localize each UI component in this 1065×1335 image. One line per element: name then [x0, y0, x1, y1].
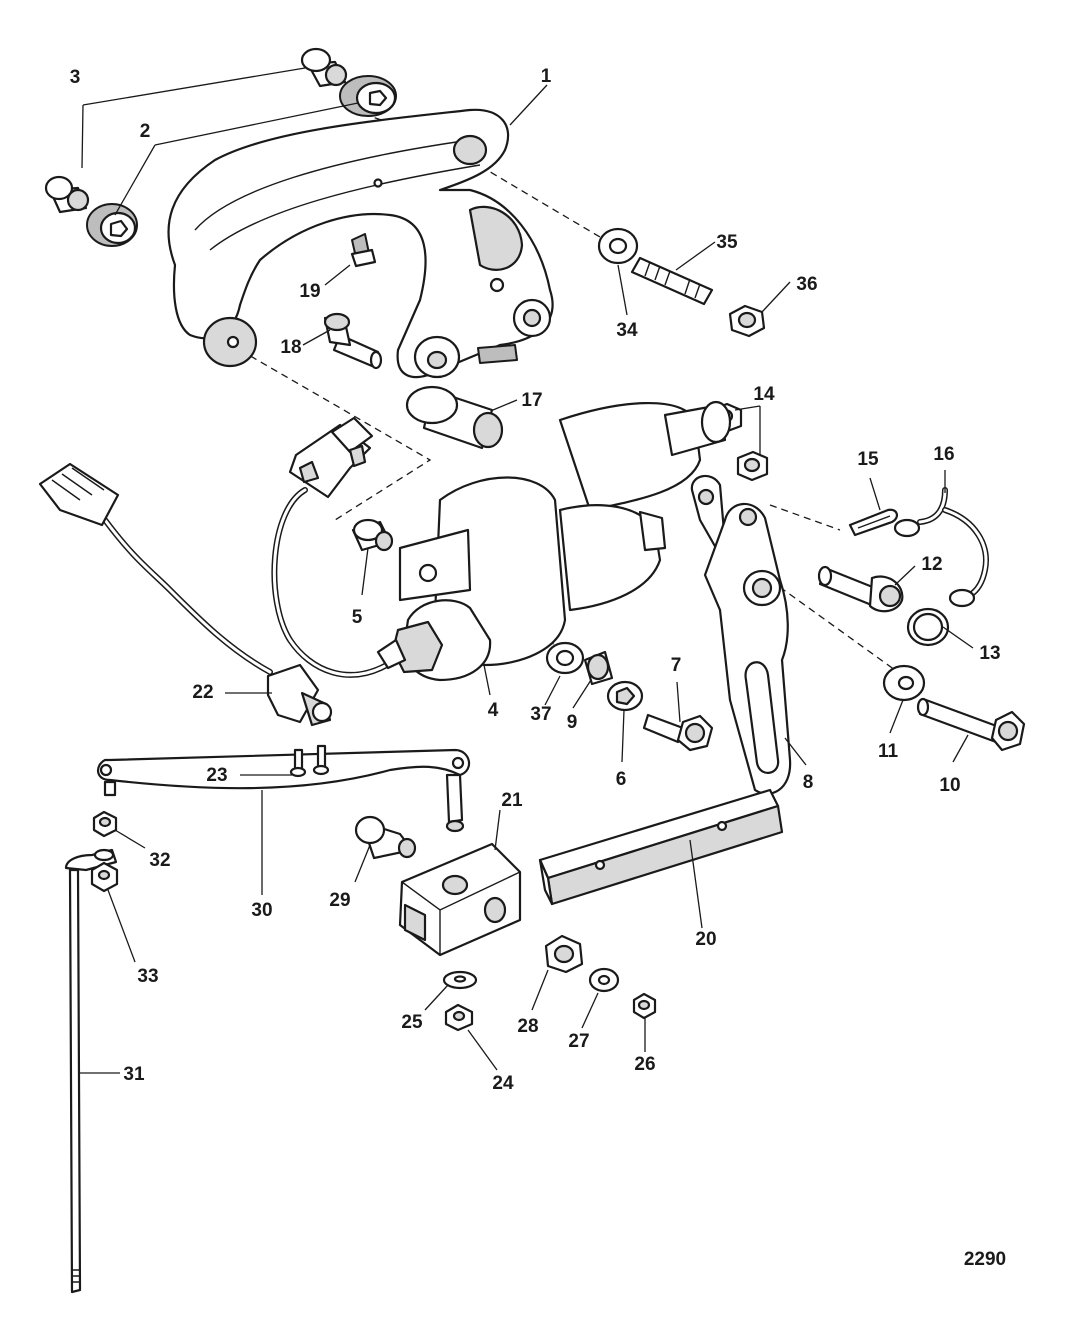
- ground-strap-part-16: [893, 487, 989, 608]
- rail-part-20: [538, 788, 784, 906]
- callout-4: 4: [488, 700, 499, 721]
- figure-number: 2290: [964, 1249, 1006, 1270]
- bushing-part-5: [351, 518, 394, 552]
- callout-24: 24: [492, 1073, 514, 1094]
- callout-5: 5: [352, 607, 363, 628]
- callout-13: 13: [979, 643, 1000, 664]
- callout-29: 29: [329, 890, 350, 911]
- bushing-part-17: [405, 385, 504, 450]
- callout-9: 9: [567, 712, 578, 733]
- lever-part-8: [690, 474, 792, 795]
- washer-part-6: [606, 680, 644, 712]
- callout-6: 6: [616, 769, 627, 790]
- nut-part-36: [728, 304, 766, 338]
- callout-23: 23: [206, 765, 227, 786]
- bushing-part-28: [544, 934, 584, 974]
- callout-21: 21: [501, 790, 523, 811]
- callout-36: 36: [796, 274, 817, 295]
- callout-18: 18: [280, 337, 301, 358]
- washer-part-27: [588, 967, 620, 993]
- callout-32: 32: [149, 850, 170, 871]
- callout-33: 33: [137, 966, 158, 987]
- link-arm-part-30: [97, 748, 471, 833]
- bolt-part-7: [642, 713, 714, 752]
- clip-pin-part-15: [848, 508, 898, 537]
- callout-30: 30: [251, 900, 272, 921]
- nut-part-32: [92, 810, 118, 838]
- actuator-part-4: [391, 400, 732, 682]
- screw-part-26: [632, 992, 657, 1020]
- stud-part-35: [630, 256, 714, 306]
- ring-part-13: [906, 607, 950, 647]
- callout-28: 28: [517, 1016, 538, 1037]
- callout-3: 3: [70, 67, 81, 88]
- callout-17: 17: [521, 390, 542, 411]
- callout-10: 10: [939, 775, 960, 796]
- callout-20: 20: [695, 929, 716, 950]
- screw-part-23: [289, 744, 330, 778]
- bushing-part-29: [354, 815, 417, 860]
- washer-part-25: [442, 970, 478, 990]
- sensor-part-22: [38, 462, 333, 727]
- callout-34: 34: [616, 320, 638, 341]
- nut-part-33: [90, 861, 119, 893]
- bushing-part-3: [44, 47, 348, 214]
- callout-16: 16: [933, 444, 954, 465]
- callout-35: 35: [716, 232, 738, 253]
- cable-rod-part-31: [64, 848, 118, 1294]
- bracket-part-1: [167, 108, 554, 379]
- callout-25: 25: [401, 1012, 423, 1033]
- callout-labels: 1 2 3 4 5 6 7 8 9 10 11 12 13 14 15 16 1…: [70, 66, 1001, 1094]
- callout-37: 37: [530, 704, 551, 725]
- callout-1: 1: [541, 66, 552, 87]
- callout-14: 14: [753, 384, 775, 405]
- callout-15: 15: [857, 449, 879, 470]
- grommet-part-2: [86, 75, 397, 247]
- bolt-part-18: [323, 312, 383, 370]
- leader-lines: [80, 67, 974, 1074]
- callout-19: 19: [299, 281, 320, 302]
- callout-12: 12: [921, 554, 942, 575]
- callout-26: 26: [634, 1054, 655, 1075]
- callout-2: 2: [140, 121, 151, 142]
- bolt-part-10: [916, 697, 1026, 752]
- callout-27: 27: [568, 1031, 589, 1052]
- clip-part-19: [350, 233, 377, 268]
- callout-7: 7: [671, 655, 682, 676]
- callout-11: 11: [878, 741, 899, 762]
- washer-part-34: [597, 227, 639, 265]
- callout-31: 31: [123, 1064, 145, 1085]
- callout-22: 22: [192, 682, 213, 703]
- pin-part-12: [817, 565, 904, 613]
- harness-cable: [271, 416, 407, 678]
- washer-part-11: [882, 664, 926, 702]
- bushing-part-9: [583, 650, 614, 686]
- slide-block-part-21: [398, 842, 522, 957]
- callout-8: 8: [803, 772, 814, 793]
- nut-part-24: [444, 1003, 474, 1032]
- washer-part-37: [545, 641, 585, 675]
